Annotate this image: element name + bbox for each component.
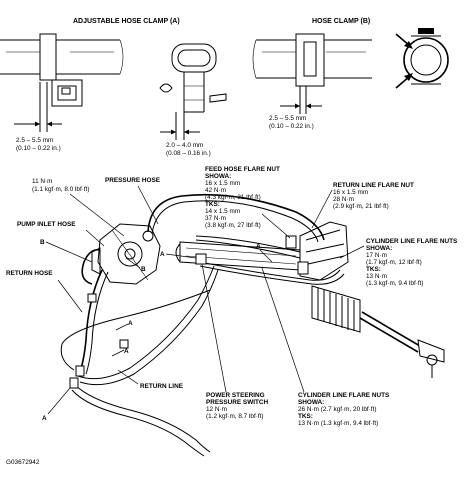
- dim-3-in: (0.10 – 0.22 in.): [269, 123, 314, 130]
- marker-b-2: B: [141, 266, 146, 273]
- svg-text:26 N·m (2.7 kgf·m, 20 lbf·ft): 26 N·m (2.7 kgf·m, 20 lbf·ft): [298, 406, 376, 413]
- svg-text:TKS:: TKS:: [298, 413, 313, 420]
- marker-a-5: A: [42, 415, 47, 422]
- dim-3-mm: 2.5 – 5.5 mm: [269, 115, 306, 122]
- svg-text:RETURN LINE FLARE NUT: RETURN LINE FLARE NUT: [333, 182, 414, 189]
- svg-text:PRESSURE SWITCH: PRESSURE SWITCH: [206, 399, 269, 406]
- svg-text:CYLINDER LINE FLARE NUTS: CYLINDER LINE FLARE NUTS: [298, 392, 390, 399]
- svg-text:13 N·m: 13 N·m: [366, 273, 387, 280]
- svg-text:(1.3 kgf·m, 9.4 lbf·ft): (1.3 kgf·m, 9.4 lbf·ft): [366, 280, 424, 287]
- marker-b-1: B: [40, 239, 45, 246]
- torque-11-value: 11 N·m: [32, 178, 52, 185]
- dim-2-in: (0.08 – 0.16 in.): [166, 150, 211, 157]
- callout-cylinder-line-flare-nuts-right: CYLINDER LINE FLARE NUTS SHOWA: 17 N·m (…: [366, 238, 458, 287]
- clamp-b-detail: [252, 28, 449, 114]
- svg-text:17 N·m: 17 N·m: [366, 252, 387, 259]
- torque-11-detail: (1.1 kgf·m, 8.0 lbf·ft): [32, 186, 90, 193]
- svg-text:(4.3 kgf·m, 31 lbf·ft): (4.3 kgf·m, 31 lbf·ft): [205, 194, 261, 201]
- dim-1-in: (0.10 – 0.22 in.): [16, 145, 61, 152]
- marker-a-1: A: [256, 243, 261, 250]
- svg-text:FEED HOSE FLARE NUT: FEED HOSE FLARE NUT: [205, 166, 280, 173]
- dim-1-mm: 2.5 – 5.5 mm: [16, 137, 53, 144]
- marker-a-4: A: [124, 348, 129, 355]
- svg-text:16 x 1.5 mm: 16 x 1.5 mm: [205, 180, 240, 187]
- svg-text:28 N·m: 28 N·m: [333, 196, 354, 203]
- svg-text:TKS:: TKS:: [366, 266, 381, 273]
- pump-assembly: [91, 223, 161, 285]
- svg-text:12 N·m: 12 N·m: [206, 406, 227, 413]
- marker-a-2: A: [160, 251, 165, 258]
- label-return-hose: RETURN HOSE: [6, 270, 53, 277]
- svg-text:13 N·m (1.3 kgf·m, 9.4 lbf·ft): 13 N·m (1.3 kgf·m, 9.4 lbf·ft): [298, 420, 378, 427]
- svg-text:37 N·m: 37 N·m: [205, 215, 226, 222]
- svg-text:16 x 1.5 mm: 16 x 1.5 mm: [333, 189, 368, 196]
- figure-code: G03672942: [6, 459, 40, 466]
- clamp-a-detail-side: [159, 43, 227, 140]
- svg-text:SHOWA:: SHOWA:: [205, 173, 231, 180]
- svg-text:14 x 1.5 mm: 14 x 1.5 mm: [205, 208, 240, 215]
- svg-text:(2.9 kgf·m, 21 lbf·ft): (2.9 kgf·m, 21 lbf·ft): [333, 203, 389, 210]
- callout-feed-hose-flare-nut: FEED HOSE FLARE NUT SHOWA: 16 x 1.5 mm 4…: [205, 166, 280, 229]
- svg-text:42 N·m: 42 N·m: [205, 187, 226, 194]
- marker-a-3: A: [128, 320, 133, 327]
- svg-text:TKS:: TKS:: [205, 201, 220, 208]
- label-pump-inlet-hose: PUMP INLET HOSE: [17, 221, 76, 228]
- svg-text:(1.7 kgf·m, 12 lbf·ft): (1.7 kgf·m, 12 lbf·ft): [366, 259, 422, 266]
- label-pressure-hose: PRESSURE HOSE: [105, 177, 161, 184]
- clamp-a-detail-left: [0, 33, 124, 132]
- header-adjustable-hose-clamp: ADJUSTABLE HOSE CLAMP (A): [73, 18, 180, 25]
- dim-2-mm: 2.0 – 4.0 mm: [166, 142, 203, 149]
- steering-rack: [175, 221, 445, 378]
- callout-return-line-flare-nut: RETURN LINE FLARE NUT 16 x 1.5 mm 28 N·m…: [333, 182, 414, 210]
- label-return-line: RETURN LINE: [140, 383, 184, 390]
- svg-text:(3.8 kgf·m, 27 lbf·ft): (3.8 kgf·m, 27 lbf·ft): [205, 222, 261, 229]
- callout-cylinder-line-flare-nuts-bottom: CYLINDER LINE FLARE NUTS SHOWA: 26 N·m (…: [298, 392, 390, 427]
- svg-text:POWER STEERING: POWER STEERING: [206, 392, 265, 399]
- callout-ps-pressure-switch: POWER STEERING PRESSURE SWITCH 12 N·m (1…: [206, 392, 269, 420]
- svg-text:SHOWA:: SHOWA:: [298, 399, 324, 406]
- svg-text:(1.2 kgf·m, 8.7 lbf·ft): (1.2 kgf·m, 8.7 lbf·ft): [206, 413, 264, 420]
- svg-text:CYLINDER LINE FLARE NUTS: CYLINDER LINE FLARE NUTS: [366, 238, 458, 245]
- header-hose-clamp-b: HOSE CLAMP (B): [312, 18, 370, 25]
- svg-text:SHOWA:: SHOWA:: [366, 245, 392, 252]
- hose-lines: [60, 193, 345, 457]
